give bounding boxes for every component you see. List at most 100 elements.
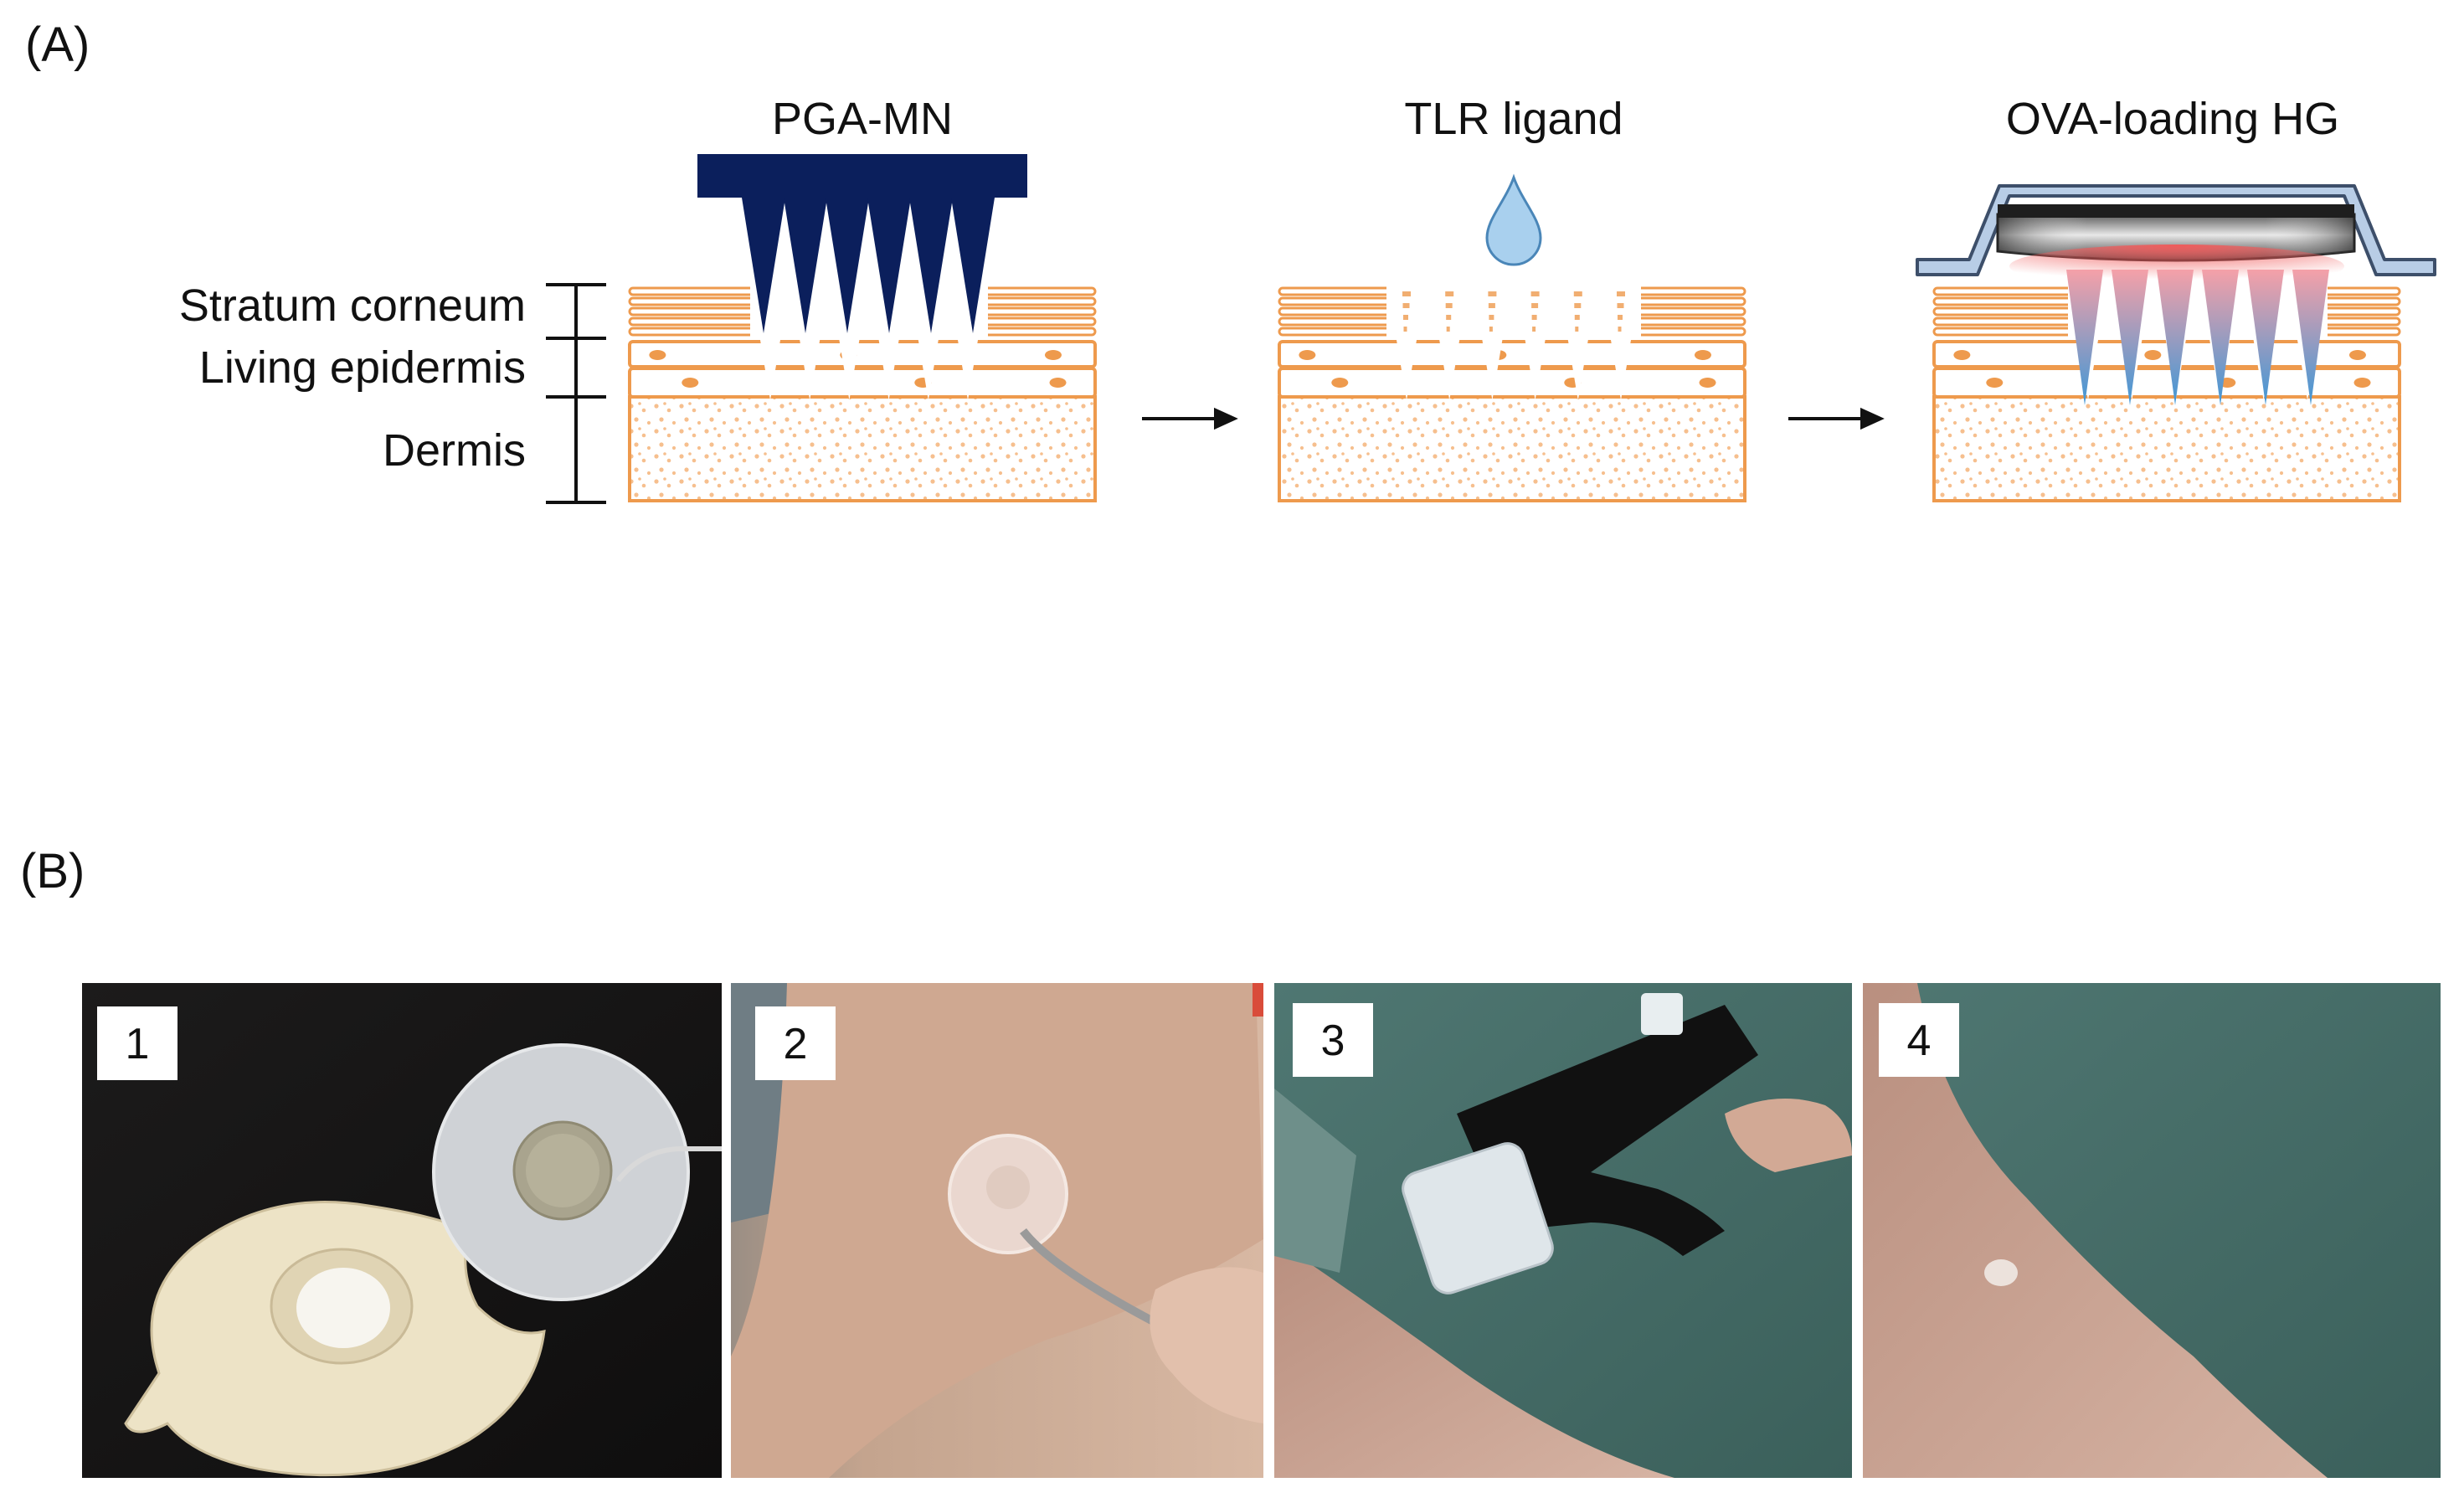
microneedle-spike — [909, 198, 953, 333]
cell-nucleus — [2353, 378, 2371, 388]
channel-residue — [1574, 303, 1582, 308]
arm — [1274, 1239, 1674, 1478]
channel-residue — [1403, 315, 1408, 320]
pierced-region — [2068, 285, 2328, 340]
sleeve — [1274, 1089, 1356, 1273]
needle-channel — [878, 340, 899, 400]
cell-nucleus — [1049, 378, 1067, 388]
microneedle-spike — [951, 198, 995, 333]
arrow-step2-step3 — [1788, 407, 1885, 430]
application-mark — [1984, 1259, 2018, 1286]
epidermis-cell-row — [628, 340, 1097, 368]
step-title-pga-mn: PGA-MN — [772, 94, 953, 144]
needle-channel — [839, 340, 860, 400]
photo-number-3: 3 — [1321, 1017, 1345, 1065]
step-title-ova-hg: OVA-loading HG — [2006, 94, 2339, 144]
channel-residue — [1531, 315, 1537, 320]
ova-needle — [2202, 270, 2239, 405]
microneedle-spike — [826, 198, 869, 333]
cell-nucleus — [1953, 350, 1971, 360]
channel-residue — [1531, 303, 1539, 308]
photo-1 — [82, 983, 722, 1478]
channel-residue — [1403, 327, 1407, 332]
channel-residue — [1618, 315, 1623, 320]
channel-residue — [1446, 315, 1452, 320]
channel-residue — [1573, 291, 1582, 296]
epidermis-cell-row — [1932, 367, 2401, 399]
applicator-head — [1402, 1142, 1554, 1295]
fingers — [1150, 1267, 1263, 1423]
needle-channel — [1611, 340, 1631, 400]
channel-residue — [1489, 315, 1494, 320]
needle-channel — [958, 340, 978, 400]
epidermis-cell-row — [628, 367, 1097, 399]
photo-number-4: 4 — [1907, 1017, 1932, 1065]
layer-scale-bar — [546, 283, 606, 504]
microneedle-spike — [742, 198, 785, 333]
photo-badge-4: 4 — [1879, 1003, 1959, 1077]
cell-nucleus — [2348, 350, 2366, 360]
microneedle-array — [697, 154, 1027, 333]
channel-residue — [1402, 291, 1411, 296]
channel-residue — [1617, 303, 1624, 308]
dermis-layer — [628, 395, 1097, 502]
needle-channel — [1567, 340, 1588, 400]
channel-residue — [1489, 327, 1493, 332]
photo-badge-3: 3 — [1293, 1003, 1373, 1077]
tweezers — [615, 1145, 722, 1182]
cell-nucleus — [1986, 378, 2004, 388]
label-stratum-corneum: Stratum corneum — [179, 281, 526, 331]
needle-channel — [1397, 340, 1417, 400]
needle-channel — [760, 340, 780, 400]
pierced-region — [1386, 285, 1641, 340]
ova-needle — [2157, 270, 2194, 405]
label-living-epidermis: Living epidermis — [199, 342, 526, 393]
epidermis-cell-row — [1278, 367, 1746, 399]
channel-residue — [1617, 291, 1625, 296]
needle-channel — [800, 340, 820, 400]
skin-block-2 — [1278, 285, 1746, 502]
cell-nucleus — [1299, 350, 1316, 360]
channel-residue — [1618, 327, 1622, 332]
label-dermis: Dermis — [383, 425, 526, 476]
microneedle-spike — [784, 198, 827, 333]
photo-badge-1: 1 — [97, 1006, 177, 1080]
channel-residue — [1574, 315, 1580, 320]
ova-needle — [2066, 270, 2103, 405]
patch-backing-band — [1998, 204, 2354, 218]
ova-needle — [2112, 270, 2148, 405]
dermis-layer — [1932, 395, 2401, 502]
channel-residue — [1445, 303, 1453, 308]
cell-nucleus — [1044, 350, 1062, 360]
channel-residue — [1532, 327, 1536, 332]
photo-number-2: 2 — [784, 1020, 808, 1068]
ova-needle — [2292, 270, 2329, 405]
cell-nucleus — [1694, 350, 1711, 360]
channel-residue — [1488, 303, 1495, 308]
panel-b-label: (B) — [20, 844, 85, 898]
channel-residue — [1530, 291, 1540, 296]
ligand-drop-icon — [1485, 173, 1542, 266]
ova-needle — [2247, 270, 2284, 405]
photo-badge-2: 2 — [755, 1006, 836, 1080]
skin-block-1 — [628, 285, 1097, 502]
pierced-region — [750, 285, 988, 340]
photo-number-1: 1 — [126, 1020, 150, 1068]
step-title-tlr-ligand: TLR ligand — [1404, 94, 1623, 144]
cell-nucleus — [649, 350, 666, 360]
channel-residue — [1402, 303, 1410, 308]
channel-residue — [1575, 327, 1579, 332]
channel-residue — [1446, 327, 1450, 332]
microneedle-spike — [867, 198, 911, 333]
ova-needle-array — [2066, 270, 2329, 405]
needle-channel — [1439, 340, 1460, 400]
arrow-step1-step2 — [1142, 407, 1238, 430]
patch-backing — [1916, 184, 2436, 276]
channel-residue — [1445, 291, 1454, 296]
thumb — [1725, 1099, 1852, 1172]
cell-nucleus — [1699, 378, 1716, 388]
needle-channel — [1482, 340, 1503, 400]
cell-nucleus — [682, 378, 699, 388]
epidermis-cell-row — [1278, 340, 1746, 368]
